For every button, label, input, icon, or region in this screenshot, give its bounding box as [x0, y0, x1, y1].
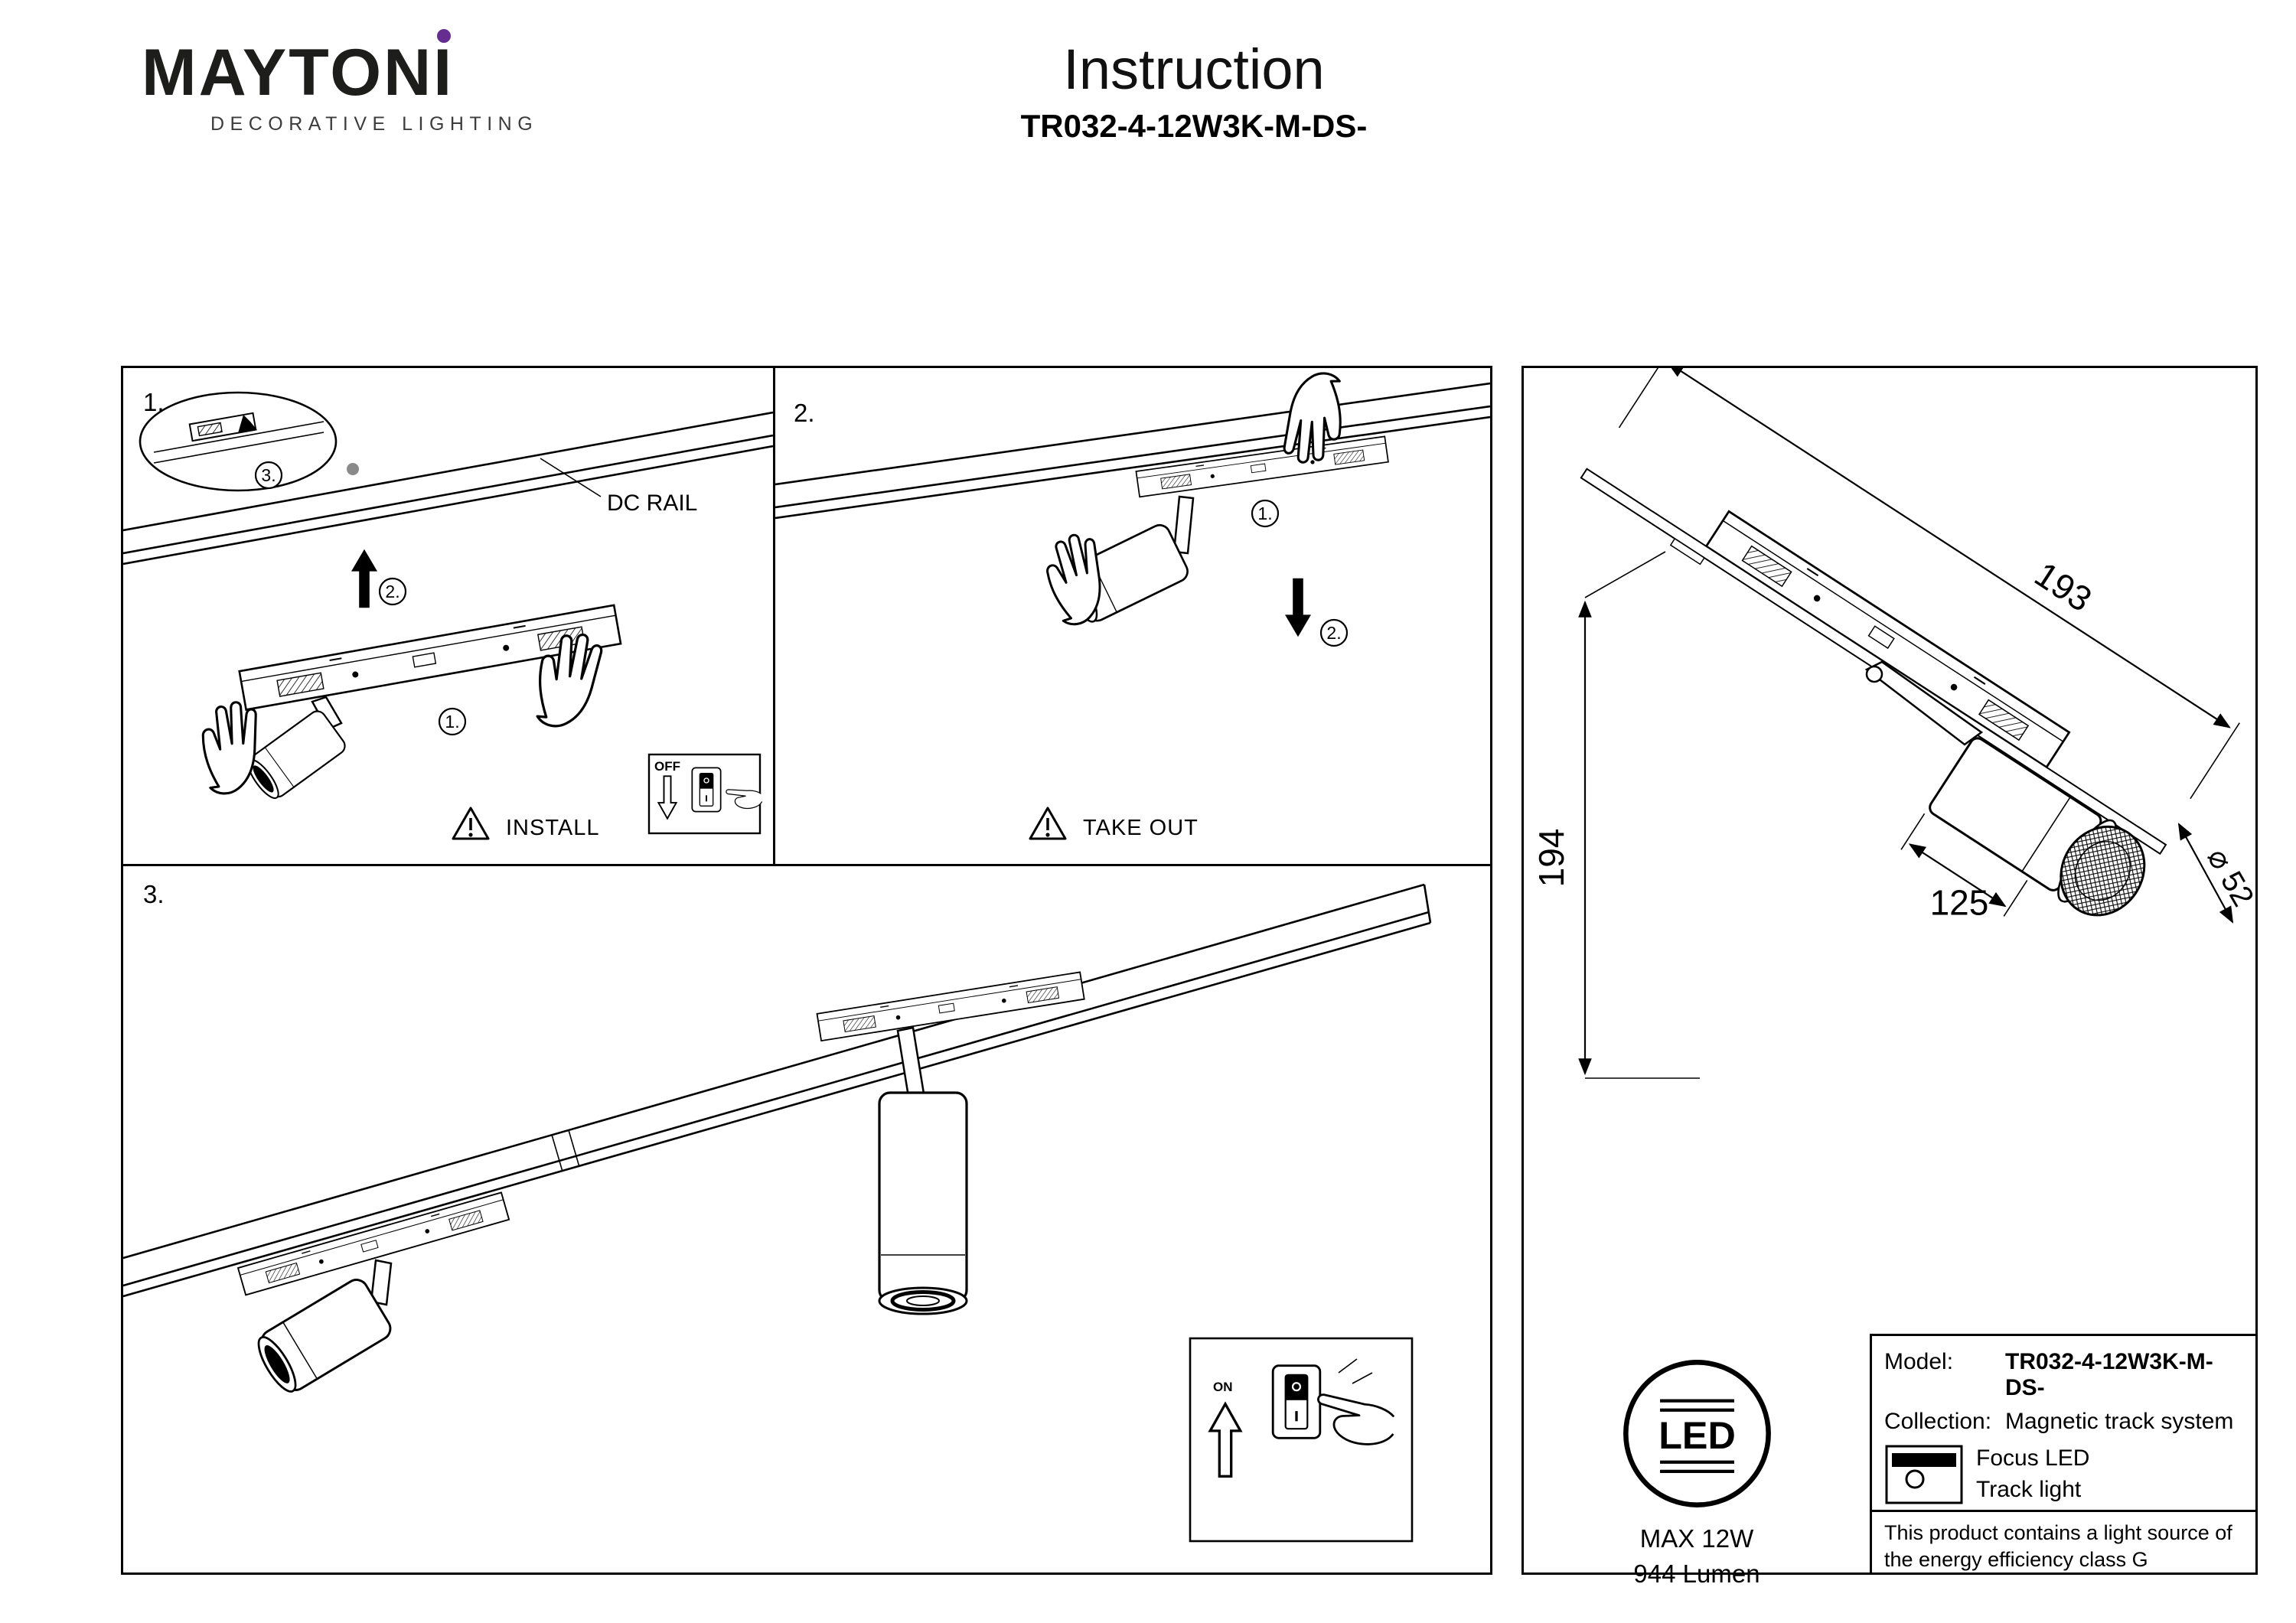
- model-row: Model: TR032-4-12W3K-M-DS-: [1872, 1345, 2258, 1405]
- step2-takeout-diagram: 2. 1. 2.: [775, 372, 1490, 840]
- dim-body-label: 125: [1930, 882, 1989, 922]
- spec-panel: 193 125: [1521, 366, 2258, 1588]
- svg-text:2.: 2.: [1326, 623, 1341, 643]
- logo-purple-dot-icon: [436, 29, 451, 43]
- lumen-label: 944 Lumen: [1633, 1559, 1760, 1588]
- warning-icon: [452, 807, 490, 840]
- swivel-stem: [370, 1259, 393, 1306]
- track-connector: [1135, 435, 1389, 498]
- max-power-label: MAX 12W: [1639, 1524, 1754, 1553]
- step3-result-diagram: 3.: [123, 880, 1432, 1543]
- step-badge-1: 1.: [1251, 499, 1280, 528]
- collection-row: Collection: Magnetic track system: [1872, 1405, 2258, 1439]
- track-light-icon: [1885, 1445, 1963, 1504]
- led-spec-block: LED MAX 12W 944 Lumen: [1524, 1334, 1870, 1588]
- logo-wordmark: MAYTONI: [142, 29, 538, 106]
- led-logo-text: LED: [1658, 1413, 1736, 1457]
- swivel-stem: [1172, 495, 1195, 555]
- step1-install-diagram: 1. DC RAIL 2.: [123, 388, 773, 840]
- collection-value: Magnetic track system: [2005, 1409, 2234, 1434]
- panel-divider-vertical: [773, 368, 775, 864]
- svg-text:3.: 3.: [261, 465, 276, 485]
- dimension-drawing: 193 125: [1531, 368, 2255, 1079]
- svg-text:1.: 1.: [1257, 504, 1272, 523]
- power-off-inset: OFF: [647, 753, 763, 835]
- energy-note: This product contains a light source of …: [1872, 1510, 2258, 1582]
- spec-table: Model: TR032-4-12W3K-M-DS- Collection: M…: [1870, 1334, 2258, 1575]
- dc-rail-drawing: [123, 411, 773, 565]
- off-label: OFF: [654, 759, 680, 774]
- step3-label: 3.: [143, 880, 165, 908]
- collection-label: Collection:: [1884, 1409, 1992, 1434]
- warning-icon: [1029, 807, 1067, 840]
- dc-rail-label: DC RAIL: [607, 490, 697, 516]
- panel-divider-horizontal: [123, 864, 1490, 866]
- up-arrow-icon: [351, 549, 377, 608]
- page-title: Instruction: [1063, 37, 1325, 101]
- wall-switch-icon: [1271, 1364, 1322, 1439]
- wall-switch-icon: [691, 767, 722, 813]
- step-badge-2: 2.: [378, 577, 407, 606]
- dc-rail-leader: [540, 458, 602, 497]
- maytoni-logo: MAYTONI DECORATIVE LIGHTING: [142, 29, 539, 135]
- connector-inset: 3.: [139, 391, 338, 492]
- down-arrow-icon: [1285, 578, 1311, 637]
- track-connector-3d: 193: [1580, 368, 2240, 855]
- step-badge-3: 3.: [254, 461, 283, 490]
- dim-193: 193: [1618, 368, 2240, 800]
- led-logo: LED: [1619, 1355, 1776, 1512]
- model-label: Model:: [1884, 1349, 1954, 1374]
- logo-tagline: DECORATIVE LIGHTING: [210, 113, 539, 135]
- take-out-label: TAKE OUT: [1083, 816, 1199, 840]
- on-label: ON: [1213, 1380, 1233, 1394]
- svg-text:2.: 2.: [385, 582, 400, 601]
- svg-text:1.: 1.: [445, 712, 459, 732]
- title-block: Instruction TR032-4-12W3K-M-DS-: [888, 37, 1500, 145]
- model-value: TR032-4-12W3K-M-DS-: [2005, 1349, 2213, 1400]
- swivel-stem: [1864, 660, 1984, 746]
- dc-rail-drawing: [123, 883, 1432, 1298]
- model-number-header: TR032-4-12W3K-M-DS-: [1020, 108, 1368, 144]
- dim-125: 125: [1900, 813, 2028, 922]
- dim-length-label: 193: [2028, 554, 2099, 619]
- dim-52: ⌀ 52: [2177, 823, 2255, 924]
- product-row: Focus LED Track light: [1872, 1439, 2258, 1510]
- product-line-2: Track light: [1976, 1476, 2082, 1502]
- dc-rail-drawing: [775, 382, 1490, 520]
- step2-label: 2.: [794, 399, 815, 427]
- instruction-steps-panel: 1. DC RAIL 2.: [121, 366, 1492, 1575]
- install-label: INSTALL: [506, 816, 600, 840]
- step-badge-1: 1.: [438, 707, 467, 736]
- power-on-inset: ON: [1189, 1337, 1414, 1543]
- spotlight-3d: 125: [1900, 737, 2146, 922]
- product-line-1: Focus LED: [1976, 1445, 2090, 1471]
- logo-letter-i: I: [433, 29, 454, 106]
- insert-arrow-icon: [238, 396, 287, 433]
- motion-lines: [1338, 1358, 1373, 1384]
- logo-text-main: MAYTON: [142, 36, 434, 109]
- track-connector-floating: [816, 971, 1085, 1042]
- spotlight-pendant: [878, 1091, 968, 1315]
- dim-194: 194: [1531, 551, 1700, 1079]
- product-type: Focus LED Track light: [1976, 1443, 2089, 1505]
- step-badge-2: 2.: [1319, 618, 1349, 647]
- dim-height-label: 194: [1531, 829, 1571, 888]
- rail-dot: [347, 463, 359, 475]
